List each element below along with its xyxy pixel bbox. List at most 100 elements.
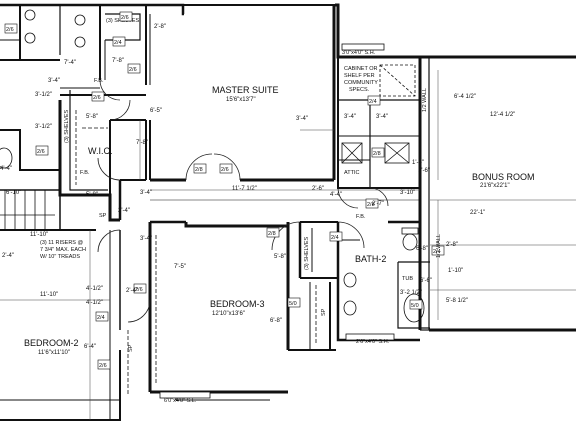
dimension: 3'-1/2" <box>35 92 52 98</box>
tub-fixture <box>403 293 425 323</box>
sink-fixture-2 <box>343 300 357 316</box>
bedroom-3-size: 12'10"x13'6" <box>212 311 245 317</box>
dimension: 3'-1/2" <box>35 124 52 130</box>
door-tag: 2/4 <box>367 95 381 106</box>
dimension: 12'-4 1/2" <box>490 112 515 118</box>
shelves-bath-note: (3) SHELVES <box>304 236 310 270</box>
attic-label: ATTIC <box>344 170 360 176</box>
svg-text:2/4: 2/4 <box>97 315 105 321</box>
dimension: 5'-8" <box>86 192 98 198</box>
window-bath-label: 2'6"x4'0" S.H. <box>356 339 390 345</box>
dimension: 4'-1/2" <box>86 286 103 292</box>
sp-label: SP <box>99 213 107 219</box>
dimension: 3'-4" <box>48 78 60 84</box>
dimension: 2'-7" <box>372 201 384 207</box>
stair-note-2: 7 3/4" MAX. EACH <box>40 247 86 253</box>
dimension: 6'-4 1/2" <box>454 94 476 100</box>
svg-text:5/0: 5/0 <box>289 301 297 307</box>
door-tag: 2/8 <box>371 147 385 158</box>
dimension: 3'-2 1/2" <box>400 290 422 296</box>
door-tag: 2/6 <box>91 91 105 102</box>
svg-text:5/0: 5/0 <box>411 303 419 309</box>
svg-text:2/6: 2/6 <box>37 149 45 155</box>
plan-notes: CABINET OR SHELF PER COMMUNITY SPECS. (3… <box>40 18 378 270</box>
door-tag: 2/8 <box>266 227 280 238</box>
master-suite-label: MASTER SUITE <box>212 85 279 95</box>
svg-text:2/4: 2/4 <box>331 235 339 241</box>
dimension: 1'-4" <box>412 160 424 166</box>
svg-text:2/4: 2/4 <box>369 99 377 105</box>
svg-text:2/4: 2/4 <box>114 40 122 46</box>
svg-text:2/8: 2/8 <box>367 202 375 208</box>
dimension: 1'-10" <box>448 268 463 274</box>
half-wall-label-2: 1/2 WALL <box>436 234 442 258</box>
dimension: 5'-8 1/2" <box>446 298 468 304</box>
stair-note-3: W/ 10" TREADS <box>40 254 80 260</box>
door-tag: 5/0 <box>409 299 423 310</box>
dimension: 11'-7 1/2" <box>232 186 257 192</box>
dimension: 6'-10" <box>6 190 21 196</box>
tub-label: TUB <box>402 276 413 282</box>
sink-fixture <box>343 272 357 288</box>
exterior-walls <box>0 3 576 421</box>
dimension: 7'-8" <box>136 140 148 146</box>
svg-text:2/4: 2/4 <box>433 249 441 255</box>
svg-text:2/6: 2/6 <box>221 167 229 173</box>
door-tag: 2/6 <box>133 283 147 294</box>
svg-text:2/6: 2/6 <box>121 15 129 21</box>
bonus-room-size: 21'6"x22'1" <box>480 183 510 189</box>
door-tag: 2/6 <box>97 359 111 370</box>
dimension: 6'-4" <box>84 344 96 350</box>
door-swings <box>97 79 389 323</box>
svg-text:2/8: 2/8 <box>268 231 276 237</box>
room-labels: MASTER SUITE 15'6"x13'7" BONUS ROOM 21'6… <box>24 85 535 356</box>
dimension: 2'-4" <box>126 288 138 294</box>
dimension: 1'-6" <box>418 168 430 174</box>
dimension: 3'-4" <box>296 116 308 122</box>
master-suite-size: 15'6"x13'7" <box>226 97 256 103</box>
door-tag: 2/8 <box>365 198 379 209</box>
dimension: 5'-8" <box>274 254 286 260</box>
bedroom-2-size: 11'6"x11'10" <box>38 350 70 356</box>
dimension: 6'-5" <box>150 108 162 114</box>
misc-labels: F.B. F.B. F.B. SP SP SP TUB 1/2 WALL 1/2… <box>80 78 442 352</box>
dimension: 2'-8" <box>446 242 458 248</box>
sp-label: SP <box>321 308 327 316</box>
svg-text:2/8: 2/8 <box>195 167 203 173</box>
dimension: 3'-4" <box>344 114 356 120</box>
door-tag: 5/0 <box>287 297 301 308</box>
dimension: 3'-4" <box>140 190 152 196</box>
door-tag: 2/4 <box>431 245 445 256</box>
dimension: 22'-1" <box>470 210 485 216</box>
dimension-labels: 2'-8" 7'-4" 3'-1/2" 3'-1/2" 6'-5" 7'-8" … <box>0 24 515 350</box>
door-tag: 2/4 <box>329 231 343 242</box>
dimension: 3'-4" <box>140 236 152 242</box>
cabinet-note-3: COMMUNITY <box>344 80 378 86</box>
dimension: 6'-8" <box>270 318 282 324</box>
svg-text:2/6: 2/6 <box>129 67 137 73</box>
dimension: 7'-4" <box>64 60 76 66</box>
toilet-fixture <box>402 233 418 251</box>
fb-label: F.B. <box>94 78 104 84</box>
dimension: 7'-5" <box>174 264 186 270</box>
bedroom-3-label: BEDROOM-3 <box>210 299 265 309</box>
svg-text:2/6: 2/6 <box>135 287 143 293</box>
dimension: 5'-8" <box>86 114 98 120</box>
dimension: 4'-1/2" <box>86 300 103 306</box>
dimension: 11'-10" <box>40 292 58 298</box>
windows <box>159 43 395 399</box>
bath-2-label: BATH-2 <box>355 254 386 264</box>
door-tag: 2/6 <box>4 23 18 34</box>
bedroom-2-label: BEDROOM-2 <box>24 338 79 348</box>
dimension: 4'-4" <box>330 192 342 198</box>
door-tag: 2/4 <box>112 36 126 47</box>
dimension: 2'-6" <box>312 186 324 192</box>
sp-label: SP <box>128 344 134 352</box>
window-bottom-label: 6'0"x4'0" S.L. <box>164 398 197 404</box>
svg-text:2/8: 2/8 <box>373 151 381 157</box>
dimension: 7'-8" <box>112 58 124 64</box>
window-labels: 3'0"x4'0" S.H. 2'6"x4'0" S.H. 6'0"x4'0" … <box>164 50 390 404</box>
cabinet-note-4: SPECS. <box>349 87 370 93</box>
fb-label: F.B. <box>356 214 366 220</box>
